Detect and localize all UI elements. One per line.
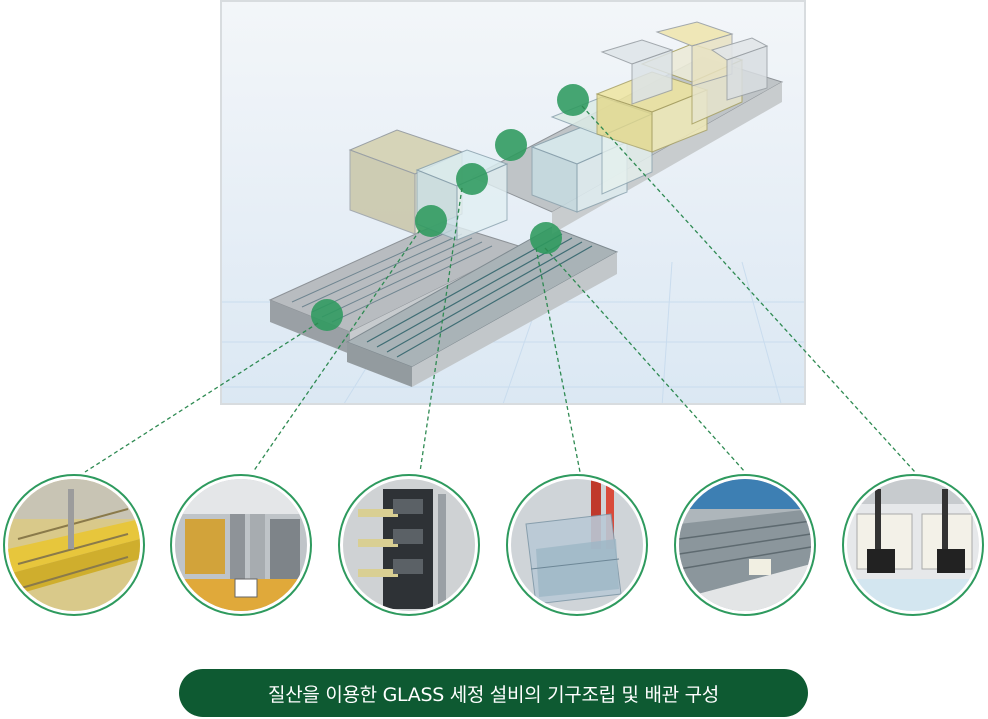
- leader-line-5: [544, 247, 746, 473]
- hotspot-4[interactable]: [495, 129, 527, 161]
- detail-photo-5: [674, 474, 816, 616]
- equipment-illustration: [220, 0, 806, 405]
- caption-banner: 질산을 이용한 GLASS 세정 설비의 기구조립 및 배관 구성: [179, 669, 808, 717]
- roller-frame-photo: [343, 479, 475, 611]
- hotspot-5[interactable]: [530, 222, 562, 254]
- caption-text: 질산을 이용한 GLASS 세정 설비의 기구조립 및 배관 구성: [268, 683, 719, 706]
- equipment-3d-render: [222, 21, 804, 403]
- hotspot-markers: [311, 84, 589, 331]
- detail-photo-1: [3, 474, 145, 616]
- detail-photo-2: [170, 474, 312, 616]
- glass-rack-photo: [8, 479, 140, 611]
- rear-modules: [600, 21, 769, 105]
- conveyor-line-photo: [679, 479, 811, 611]
- leader-line-4: [535, 247, 581, 473]
- detail-photo-4: [506, 474, 648, 616]
- middle-conveyor: [345, 226, 619, 387]
- hotspot-6[interactable]: [557, 84, 589, 116]
- leader-line-2: [252, 229, 421, 473]
- hotspot-3[interactable]: [456, 163, 488, 195]
- leader-line-3: [419, 187, 463, 473]
- piping-assembly-photo: [175, 479, 307, 611]
- pump-motor-photo: [847, 479, 979, 611]
- hotspot-1[interactable]: [311, 299, 343, 331]
- detail-photo-6: [842, 474, 984, 616]
- acid-tank-photo: [511, 479, 643, 611]
- hotspot-2[interactable]: [415, 205, 447, 237]
- detail-photo-3: [338, 474, 480, 616]
- leader-line-1: [84, 322, 319, 473]
- leader-line-6: [581, 105, 916, 473]
